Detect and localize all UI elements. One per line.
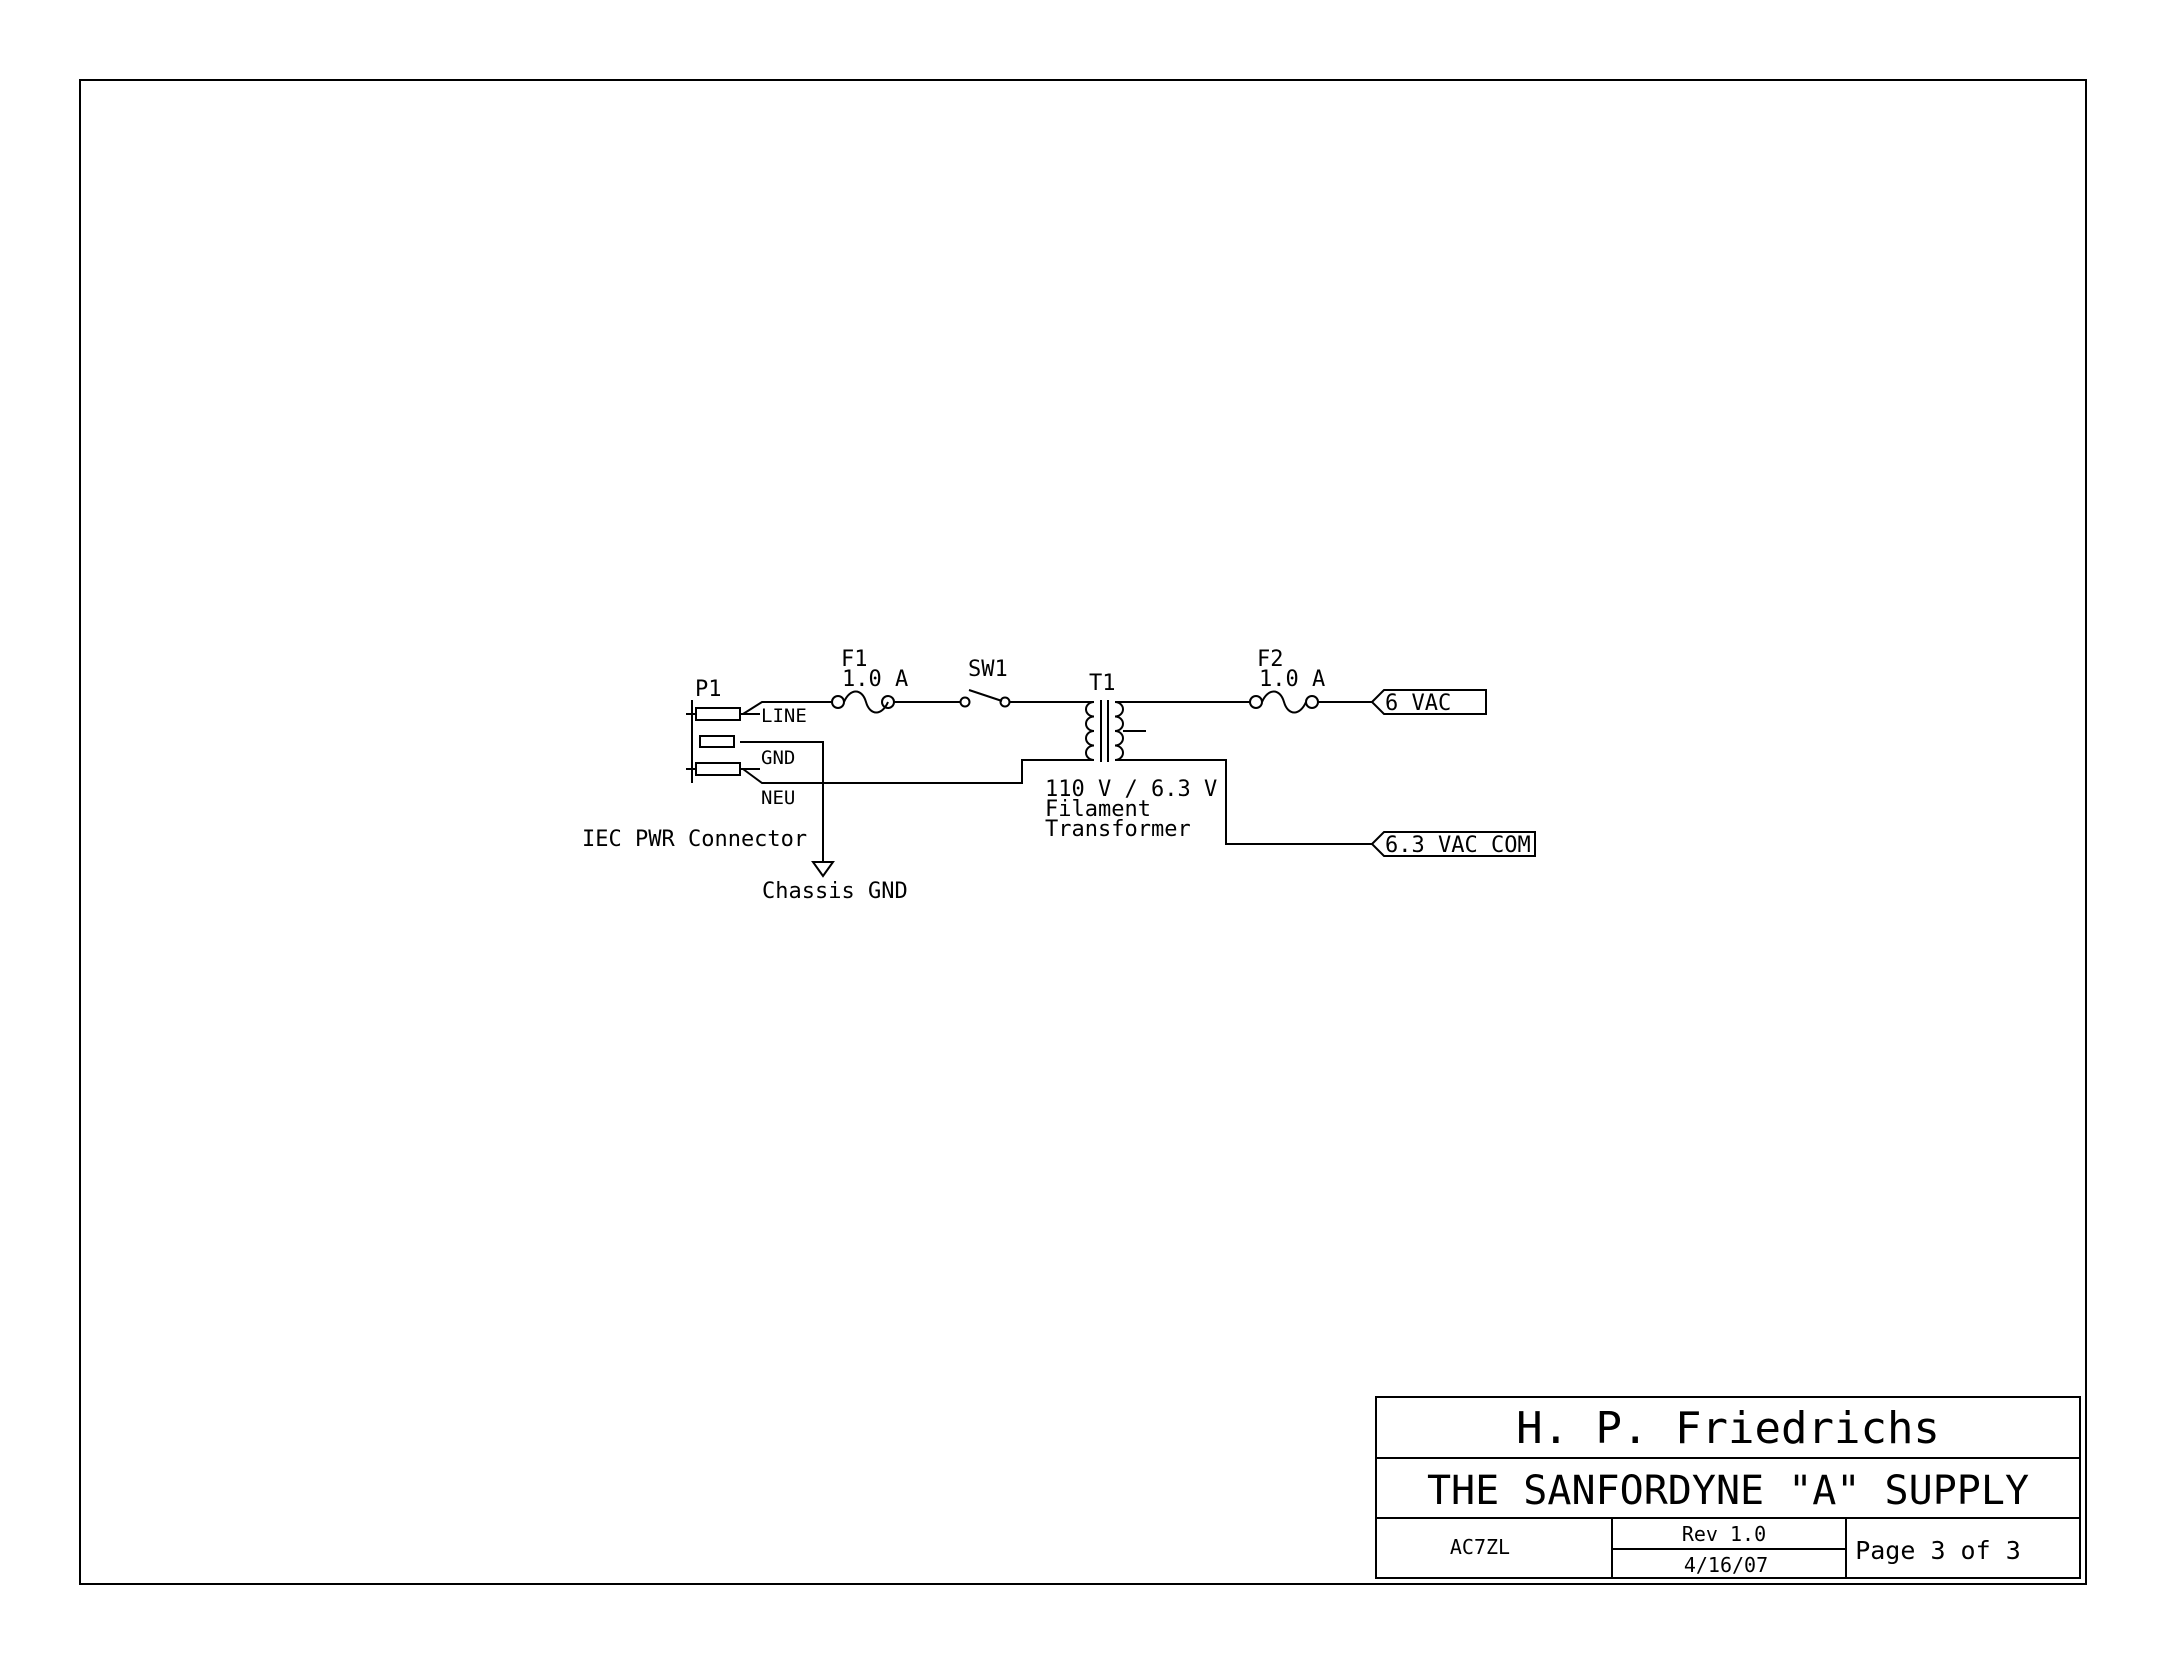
pin-label-line: LINE	[761, 705, 807, 727]
transformer-t1-ref: T1	[1089, 671, 1116, 696]
fuse-f2-symbol	[1249, 690, 1319, 714]
port-6vac	[1370, 689, 1487, 715]
port-6v3-com-label: 6.3 VAC COM	[1385, 833, 1531, 858]
transformer-desc-2: Transformer	[1045, 817, 1191, 842]
line-wire	[742, 701, 1074, 715]
neutral-wire	[742, 759, 1074, 784]
port-6v3-com	[1370, 831, 1536, 857]
fuse-f1-symbol	[831, 690, 895, 714]
transformer-desc-1: Filament	[1045, 797, 1151, 822]
title-block	[1375, 1396, 2081, 1579]
switch-sw1-ref: SW1	[968, 657, 1008, 682]
revision-date: 4/16/07	[1684, 1553, 1768, 1577]
fuse-f1-ref: F1	[841, 647, 868, 672]
port-6vac-label: 6 VAC	[1385, 691, 1451, 716]
pin-label-neu: NEU	[761, 787, 795, 809]
pin-label-gnd: GND	[761, 747, 795, 769]
transformer-t1-symbol	[1074, 700, 1146, 762]
fuse-f1-value: 1.0 A	[842, 667, 908, 692]
revision: Rev 1.0	[1682, 1522, 1766, 1546]
page-number: Page 3 of 3	[1855, 1536, 2021, 1565]
fuse-f2-value: 1.0 A	[1259, 667, 1325, 692]
iec-connector-symbol	[686, 700, 760, 783]
transformer-rating: 110 V / 6.3 V	[1045, 777, 1217, 802]
ground-wire	[740, 741, 824, 862]
sheet-border	[79, 79, 2087, 1585]
connector-name: IEC PWR Connector	[582, 827, 807, 852]
fuse-f2-ref: F2	[1257, 647, 1284, 672]
connector-ref: P1	[695, 677, 722, 702]
chassis-ground-icon	[811, 861, 835, 878]
switch-sw1-symbol	[959, 689, 1011, 708]
drawing-title: THE SANFORDYNE "A" SUPPLY	[1427, 1468, 2029, 1514]
author-name: H. P. Friedrichs	[1516, 1403, 1940, 1454]
author-callsign: AC7ZL	[1450, 1535, 1510, 1559]
ground-label: Chassis GND	[762, 879, 908, 904]
secondary-com-wire	[1125, 759, 1372, 845]
